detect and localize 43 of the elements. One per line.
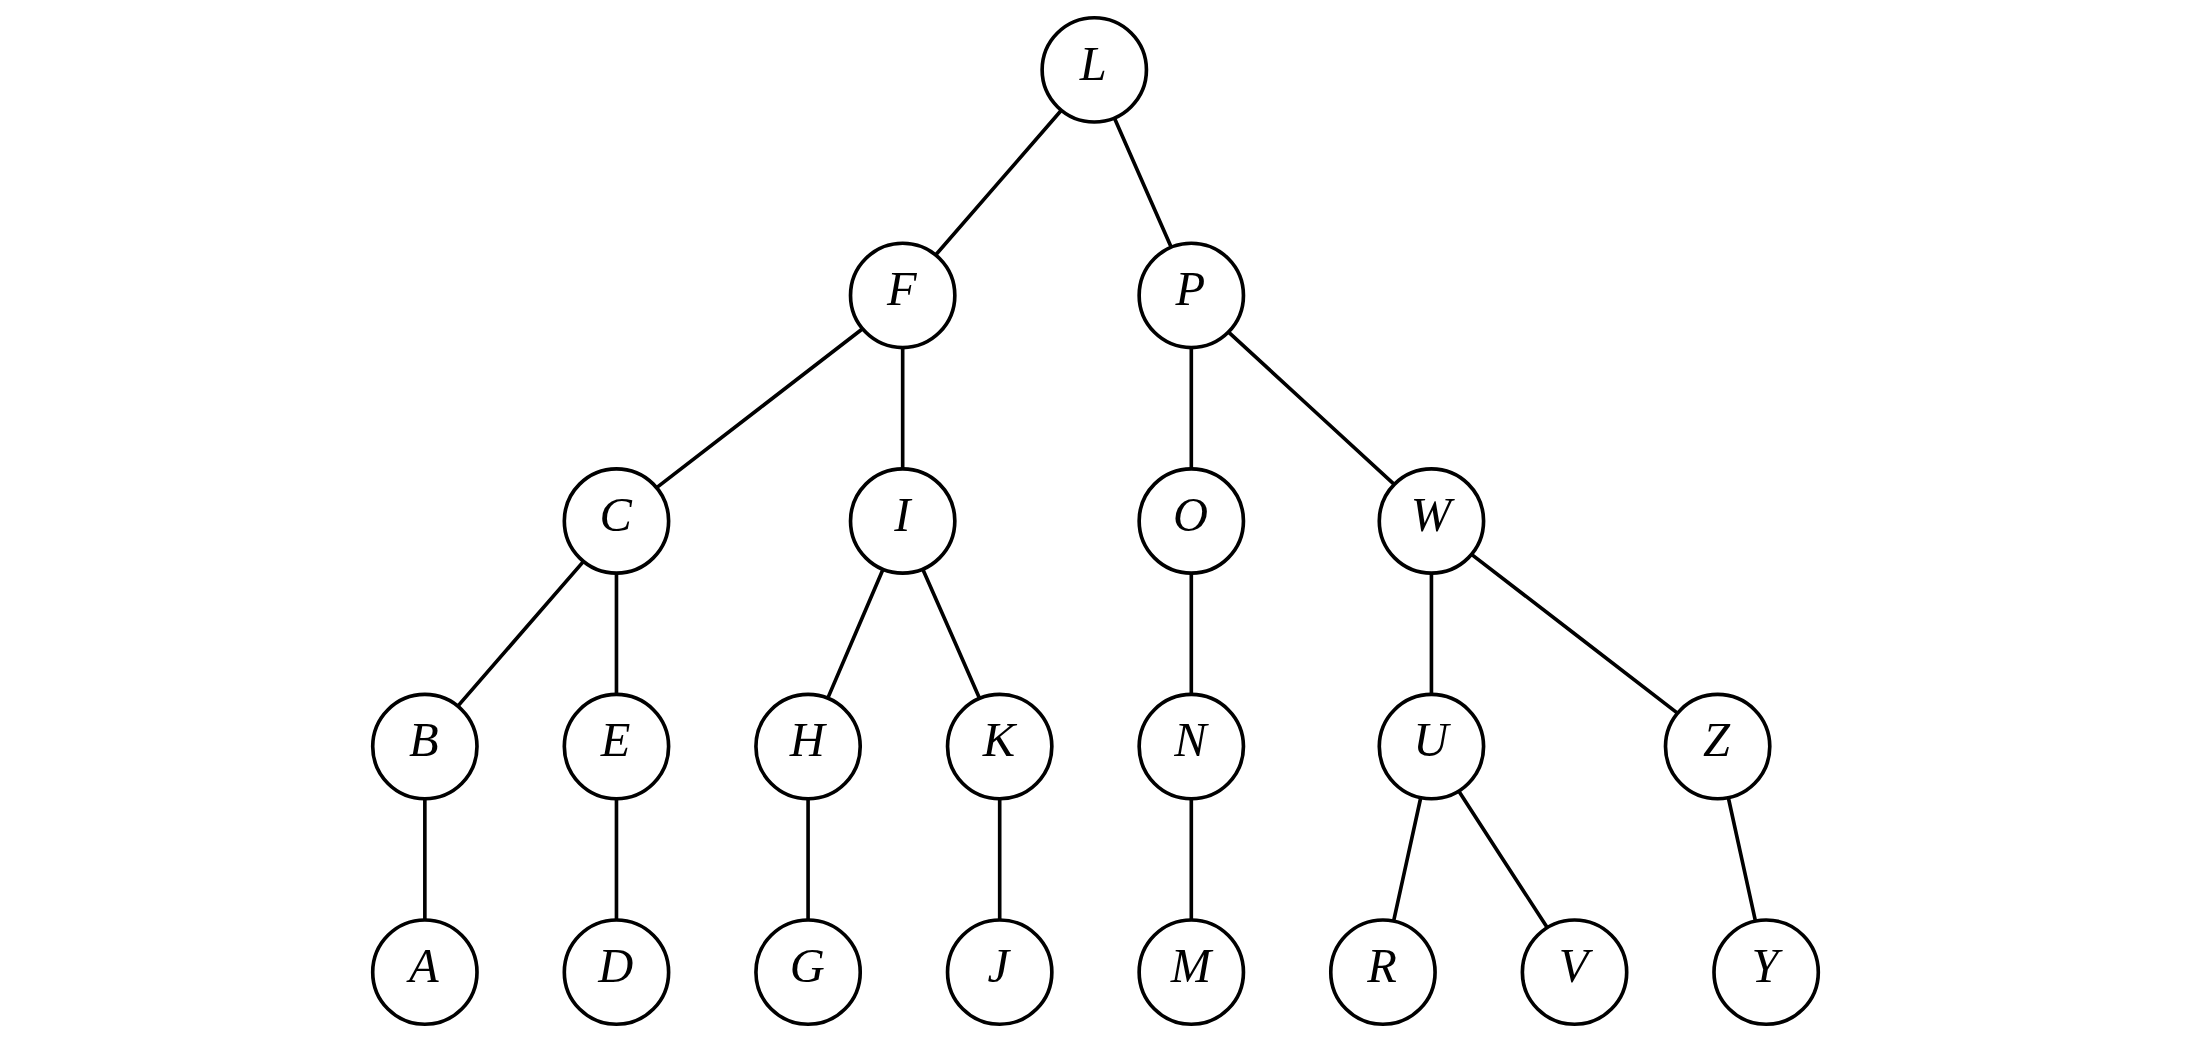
connector (1189, 573, 1194, 695)
connector (1429, 573, 1434, 695)
node-circle: D (562, 918, 671, 1027)
connector (1470, 553, 1679, 715)
node-circle: Z (1663, 692, 1772, 801)
connector (900, 347, 905, 469)
node-circle: A (370, 918, 479, 1027)
node-circle: J (945, 918, 1054, 1027)
node-circle: F (848, 241, 957, 350)
connector (1189, 799, 1194, 920)
connector (614, 799, 619, 920)
node-circle: B (370, 692, 479, 801)
connector (1391, 797, 1423, 922)
connector (934, 109, 1063, 257)
connector (1457, 790, 1549, 929)
connector (921, 568, 981, 699)
node-circle: O (1137, 467, 1246, 575)
node-circle: Y (1712, 918, 1821, 1027)
node-circle: R (1328, 918, 1437, 1027)
connector (1227, 331, 1396, 486)
connector (456, 560, 585, 708)
node-circle: U (1377, 692, 1486, 801)
node-circle: E (562, 692, 671, 801)
node-circle: H (754, 692, 863, 801)
node-circle: L (1040, 15, 1149, 124)
connector (614, 573, 619, 695)
node-circle: M (1137, 918, 1246, 1027)
connector (806, 799, 810, 920)
connector (1189, 347, 1194, 469)
connector (655, 327, 864, 490)
node-circle: K (945, 692, 1054, 801)
connector (826, 569, 885, 699)
node-circle: N (1137, 692, 1246, 801)
connector (423, 799, 427, 920)
connector (1112, 117, 1173, 248)
node-circle: W (1377, 467, 1486, 575)
node-circle: P (1137, 241, 1246, 350)
node-circle: I (848, 467, 957, 575)
node-circle: G (754, 918, 863, 1027)
connector (997, 799, 1002, 920)
connector (1726, 797, 1758, 922)
node-circle: C (562, 467, 671, 575)
node-circle: V (1520, 918, 1629, 1027)
